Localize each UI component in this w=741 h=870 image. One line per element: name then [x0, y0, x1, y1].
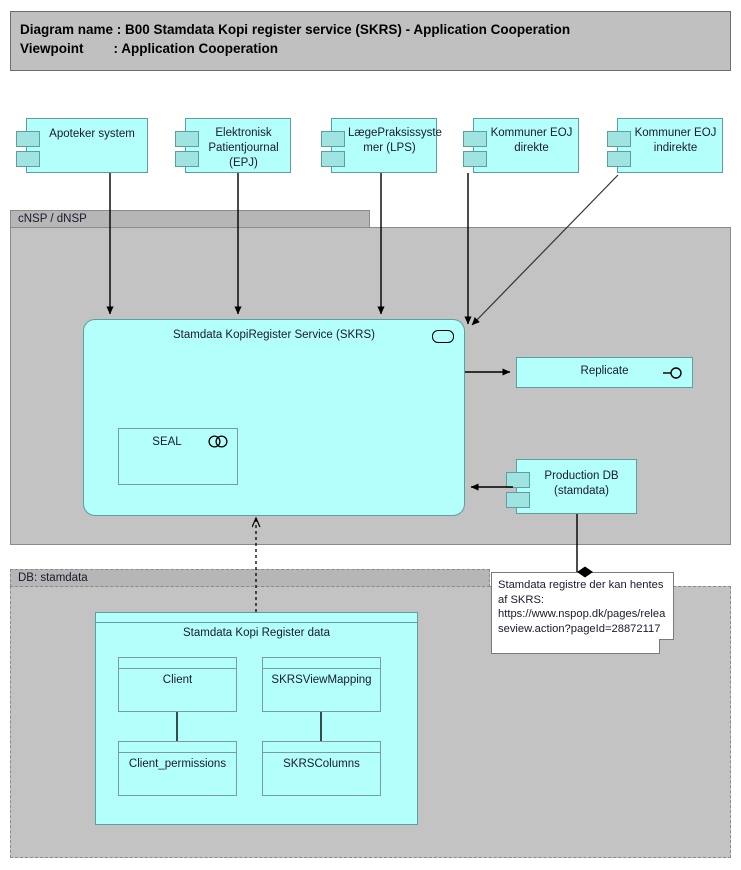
component-tab-upper-icon [463, 131, 487, 147]
application-service-skrs-label: Stamdata KopiRegister Service (SKRS) [173, 329, 375, 341]
diagram-name-line: Diagram name : B00 Stamdata Kopi registe… [20, 22, 571, 37]
data-object-stamdata-kopi-register-data-label: Stamdata Kopi Register data [182, 627, 331, 639]
note-fold-corner-icon [659, 639, 674, 654]
component-label: Kommuner EOJ direkte [490, 127, 573, 154]
component-tab-lower-icon [16, 151, 40, 167]
component-tab-upper-icon [16, 131, 40, 147]
data-object-client[interactable]: Client [118, 657, 237, 712]
component-label: Kommuner EOJ indirekte [634, 127, 717, 154]
data-object-header-strip [119, 752, 236, 753]
component-production-db[interactable]: Production DB (stamdata) [506, 459, 637, 514]
component-production-db-label: Production DB (stamdata) [544, 470, 619, 497]
data-object-label: SKRSColumns [283, 758, 360, 770]
component-tab-upper-icon [321, 131, 345, 147]
application-interface-replicate[interactable]: Replicate [516, 357, 693, 388]
data-object-label: Client [162, 674, 193, 686]
component-tab-lower-icon [607, 151, 631, 167]
component-kommuner-eoj-direkte[interactable]: Kommuner EOJ direkte [463, 118, 579, 173]
note-text: Stamdata registre der kan hentes af SKRS… [498, 579, 666, 635]
component-kommuner-eoj-indirekte[interactable]: Kommuner EOJ indirekte [607, 118, 723, 173]
group-cnsp-dnsp-label: cNSP / dNSP [18, 213, 87, 225]
component-tab-lower-icon [175, 151, 199, 167]
application-interface-replicate-label: Replicate [580, 365, 629, 377]
application-service-skrs[interactable]: Stamdata KopiRegister Service (SKRS) [83, 319, 465, 516]
diagram-title-banner: Diagram name : B00 Stamdata Kopi registe… [10, 11, 731, 71]
data-object-header-strip [96, 622, 417, 623]
component-tab-lower-icon [321, 151, 345, 167]
data-object-skrscolumns[interactable]: SKRSColumns [262, 741, 381, 796]
group-db-stamdata-label: DB: stamdata [18, 572, 88, 584]
component-label: Apoteker system [49, 128, 135, 140]
data-object-header-strip [263, 668, 380, 669]
component-tab-upper-icon [607, 131, 631, 147]
component-apoteker-system[interactable]: Apoteker system [16, 118, 148, 173]
data-object-skrsviewmapping[interactable]: SKRSViewMapping [262, 657, 381, 712]
component-tab-upper-icon [175, 131, 199, 147]
data-object-header-strip [119, 668, 236, 669]
group-cnsp-dnsp-header: cNSP / dNSP [10, 210, 370, 228]
provided-interface-icon [663, 365, 683, 381]
component-tab-lower-icon [463, 151, 487, 167]
application-collaboration-seal[interactable]: SEAL [118, 428, 238, 485]
group-db-stamdata-header: DB: stamdata [10, 569, 490, 587]
viewpoint-line: Viewpoint : Application Cooperation [20, 41, 279, 56]
data-object-label: Client_permissions [128, 758, 227, 770]
component-tab-lower-icon [506, 492, 530, 508]
component-label: LægePraksissyste mer (LPS) [348, 127, 442, 154]
data-object-label: SKRSViewMapping [271, 674, 372, 686]
component-laegepraksissystemer-lps[interactable]: LægePraksissyste mer (LPS) [321, 118, 442, 173]
application-collaboration-icon [207, 435, 229, 448]
application-collaboration-seal-label: SEAL [152, 436, 182, 448]
component-tab-upper-icon [506, 472, 530, 488]
data-object-client-permissions[interactable]: Client_permissions [118, 741, 237, 796]
data-object-header-strip [263, 752, 380, 753]
component-label: Elektronisk Patientjournal (EPJ) [208, 127, 279, 169]
component-elektronisk-patientjournal[interactable]: Elektronisk Patientjournal (EPJ) [175, 118, 291, 173]
note-stamdata-registre: Stamdata registre der kan hentes af SKRS… [491, 572, 674, 654]
application-service-icon [432, 330, 454, 343]
